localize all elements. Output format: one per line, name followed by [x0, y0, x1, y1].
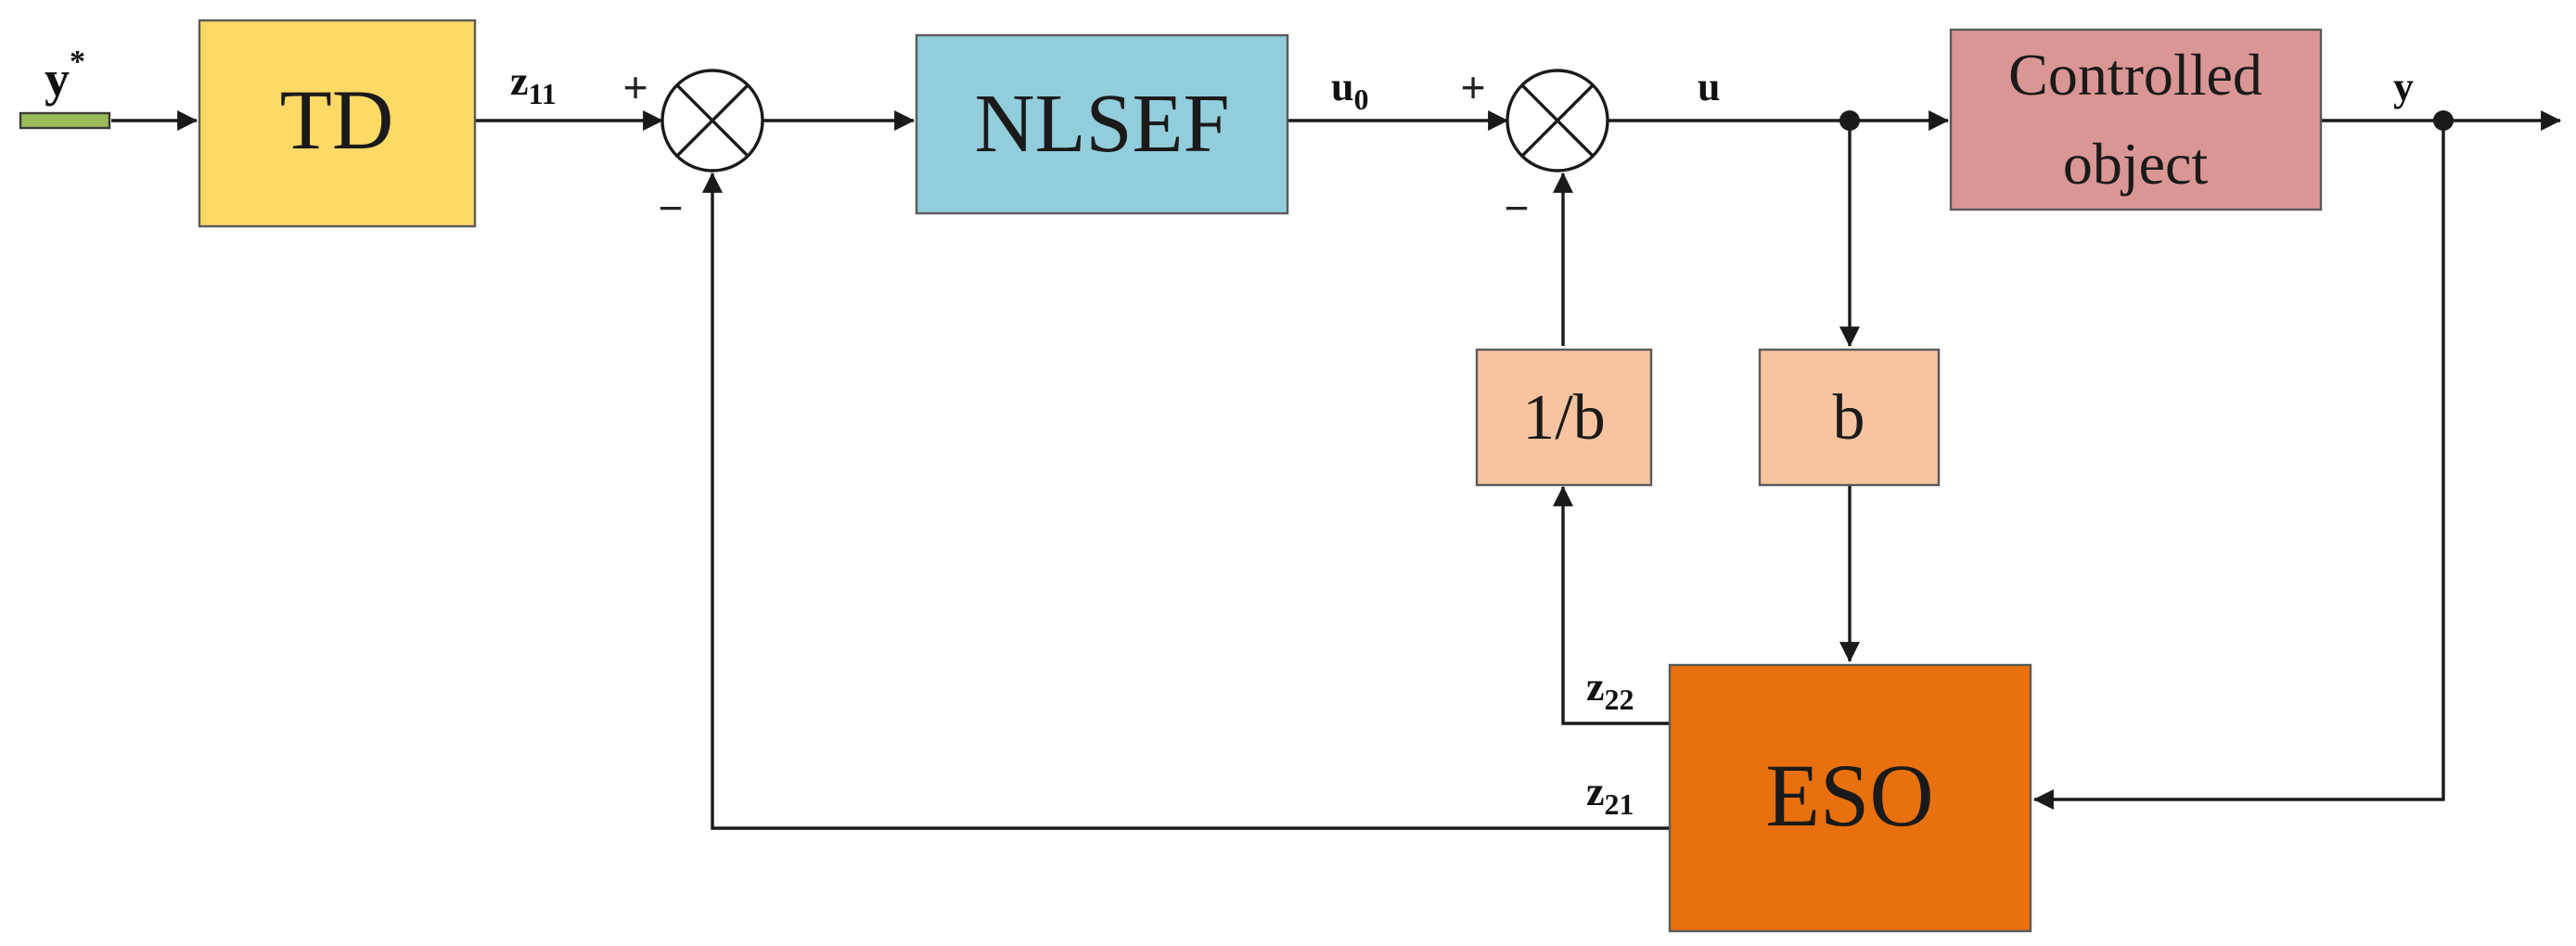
b-block: b	[1758, 348, 1941, 487]
signal-u0: u0	[1331, 64, 1368, 116]
signal-y-reference: y*	[45, 45, 85, 107]
signal-z11: z11	[510, 58, 557, 110]
td-block: TD	[198, 19, 477, 228]
inverse-b-block: 1/b	[1475, 348, 1653, 487]
controlled-object-label-line2: object	[2063, 131, 2209, 197]
sum2-plus-sign: +	[1461, 63, 1486, 111]
signal-y: y	[2393, 64, 2414, 109]
sum1-minus-sign: −	[659, 184, 684, 232]
signal-z21: z21	[1586, 769, 1634, 821]
wire-y-feedback-to-eso	[2032, 121, 2445, 810]
signal-z22: z22	[1586, 664, 1634, 716]
summing-junction-1	[660, 69, 764, 173]
input-marker	[19, 111, 111, 130]
nlsef-block: NLSEF	[915, 33, 1289, 215]
b-label: b	[1833, 382, 1865, 454]
eso-block: ESO	[1668, 663, 2032, 933]
connections	[111, 110, 2562, 830]
sum1-plus-sign: +	[623, 63, 648, 111]
sum2-minus-sign: −	[1505, 184, 1530, 232]
wire-z22-to-invb	[1553, 485, 1670, 725]
wire-z21-to-sum1	[702, 172, 1670, 830]
controlled-object-block: Controlled object	[1949, 28, 2323, 211]
nlsef-label: NLSEF	[974, 78, 1229, 170]
inverse-b-label: 1/b	[1522, 382, 1605, 454]
td-label: TD	[280, 72, 394, 167]
summing-junction-2	[1506, 69, 1609, 173]
controlled-object-label-line1: Controlled	[2008, 42, 2262, 108]
junction-u	[1839, 110, 1860, 131]
eso-label: ESO	[1765, 746, 1933, 845]
junction-y	[2433, 110, 2454, 131]
signal-u: u	[1698, 64, 1720, 109]
